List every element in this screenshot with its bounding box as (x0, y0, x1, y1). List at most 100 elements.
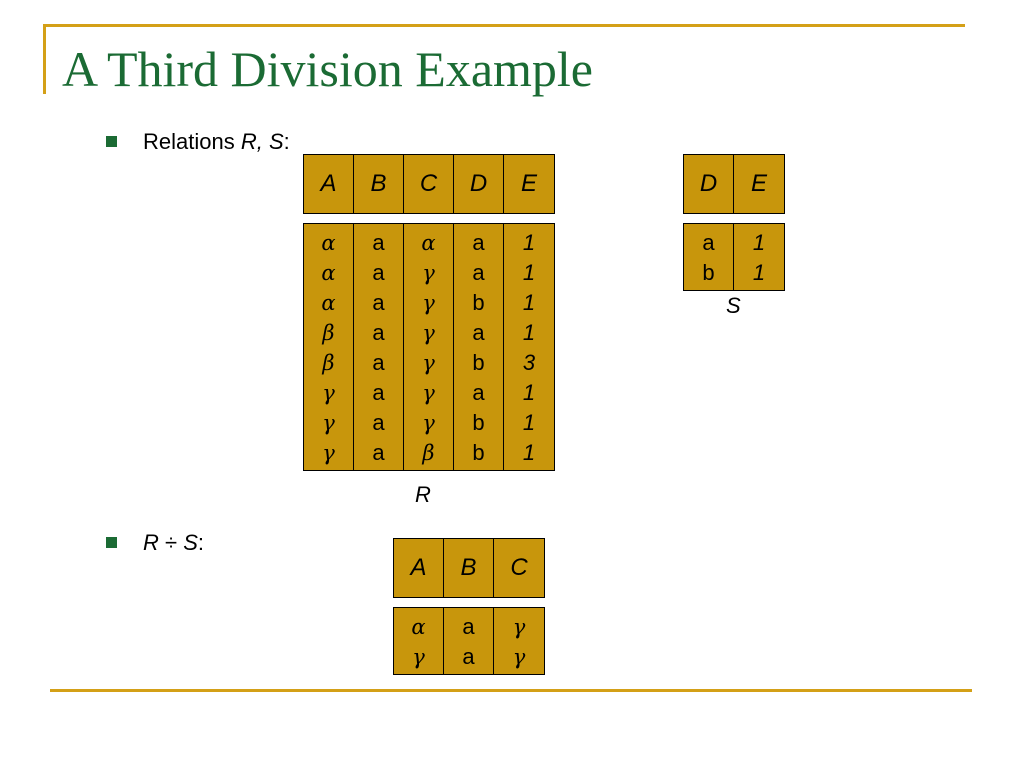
relation-r-cell: a (372, 380, 385, 405)
relation-r-cell: β (422, 441, 435, 465)
relation-r-cell: β (322, 351, 335, 375)
division-result-cell: a (462, 614, 475, 639)
bullet-division: R ÷ S: (143, 530, 204, 556)
relation-r-cell: γ (322, 411, 335, 435)
division-result-cell: γ (512, 645, 526, 669)
relation-r-cell: a (372, 440, 385, 465)
division-result-header: A B C (393, 538, 545, 598)
bullet-relations: Relations R, S: (143, 129, 290, 155)
relation-r-cell: a (372, 410, 385, 435)
relation-r-cell: γ (422, 381, 435, 405)
relation-r-cell: 1 (522, 380, 536, 405)
relation-r-header-col-a: A (304, 155, 354, 213)
relation-r-cell: γ (322, 381, 335, 405)
relation-s-header-e: E (750, 170, 767, 197)
relation-r-cell: b (472, 350, 485, 375)
relation-s-header-col-e: E (734, 155, 784, 213)
frame-top-line (43, 24, 965, 27)
bullet-marker-1 (106, 136, 117, 147)
division-result-header-b: B (460, 554, 477, 581)
relation-r-cell: 1 (522, 440, 536, 465)
relation-r-cell: 1 (522, 320, 536, 345)
relation-r-header-col-c: C (404, 155, 454, 213)
relation-s-cell: b (702, 260, 715, 285)
bullet-marker-2 (106, 537, 117, 548)
relation-r-cell: a (372, 350, 385, 375)
division-result-header-col-c: C (494, 539, 544, 597)
relation-r-header-c: C (419, 170, 438, 197)
relation-s-caption: S (726, 293, 741, 318)
relation-s-cell: 1 (752, 230, 766, 255)
relation-r-caption: R (415, 482, 431, 507)
relation-r-cell: γ (422, 411, 435, 435)
relation-r-cell: a (372, 290, 385, 315)
relation-r-cell: a (472, 320, 485, 345)
frame-bottom-line (50, 689, 972, 692)
relation-r-cell: a (372, 320, 385, 345)
relation-r-header-col-b: B (354, 155, 404, 213)
relation-r-column-e: 1 1 1 1 3 1 1 1 (504, 224, 554, 470)
division-result-header-c: C (510, 554, 528, 581)
relation-r-header-e: E (520, 170, 537, 197)
relation-r-cell: a (472, 380, 485, 405)
relation-r-cell: 3 (522, 350, 536, 375)
relation-r-header: A B C D E (303, 154, 555, 214)
bullet-division-suffix: : (197, 530, 205, 555)
relation-r-header-col-d: D (454, 155, 504, 213)
relation-s-cell: a (702, 230, 715, 255)
relation-r-header-b: B (370, 170, 387, 197)
relation-r-cell: α (321, 291, 336, 315)
relation-r-cell: 1 (522, 290, 536, 315)
relation-r-cell: γ (422, 261, 435, 285)
relation-r-cell: b (472, 440, 485, 465)
relation-r-header-a: A (320, 170, 337, 197)
relation-r-cell: γ (322, 441, 335, 465)
bullet-relations-suffix: : (283, 129, 290, 154)
relation-r-cell: b (472, 410, 485, 435)
relation-r-cell: 1 (522, 260, 536, 285)
division-result-header-col-a: A (394, 539, 444, 597)
division-result-cell: a (462, 644, 475, 669)
relation-r-cell: 1 (522, 230, 536, 255)
relation-r-header-d: D (469, 170, 488, 197)
relation-r-cell: a (372, 230, 385, 255)
frame-left-line (43, 24, 46, 94)
relation-r-cell: a (372, 260, 385, 285)
relation-s-header-d: D (699, 170, 718, 197)
relation-r-cell: a (472, 260, 485, 285)
relation-r-cell: γ (422, 351, 435, 375)
relation-r-cell: β (322, 321, 335, 345)
division-result-header-col-b: B (444, 539, 494, 597)
bullet-division-op: ÷ (158, 530, 184, 555)
relation-r-cell: γ (422, 321, 435, 345)
relation-s-cell: 1 (752, 260, 766, 285)
relation-r-cell: a (472, 230, 485, 255)
division-result-header-a: A (410, 554, 427, 581)
bullet-division-r: R (143, 530, 159, 555)
relation-r-cell: 1 (522, 410, 536, 435)
relation-s-header-col-d: D (684, 155, 734, 213)
division-result-cell: γ (512, 615, 526, 639)
slide-title: A Third Division Example (62, 41, 593, 97)
relation-r-cell: α (321, 261, 336, 285)
relation-r-cell: γ (422, 291, 435, 315)
bullet-relations-prefix: Relations (143, 129, 241, 154)
relation-r-cell: α (421, 231, 436, 255)
bullet-division-s: S (183, 530, 198, 555)
